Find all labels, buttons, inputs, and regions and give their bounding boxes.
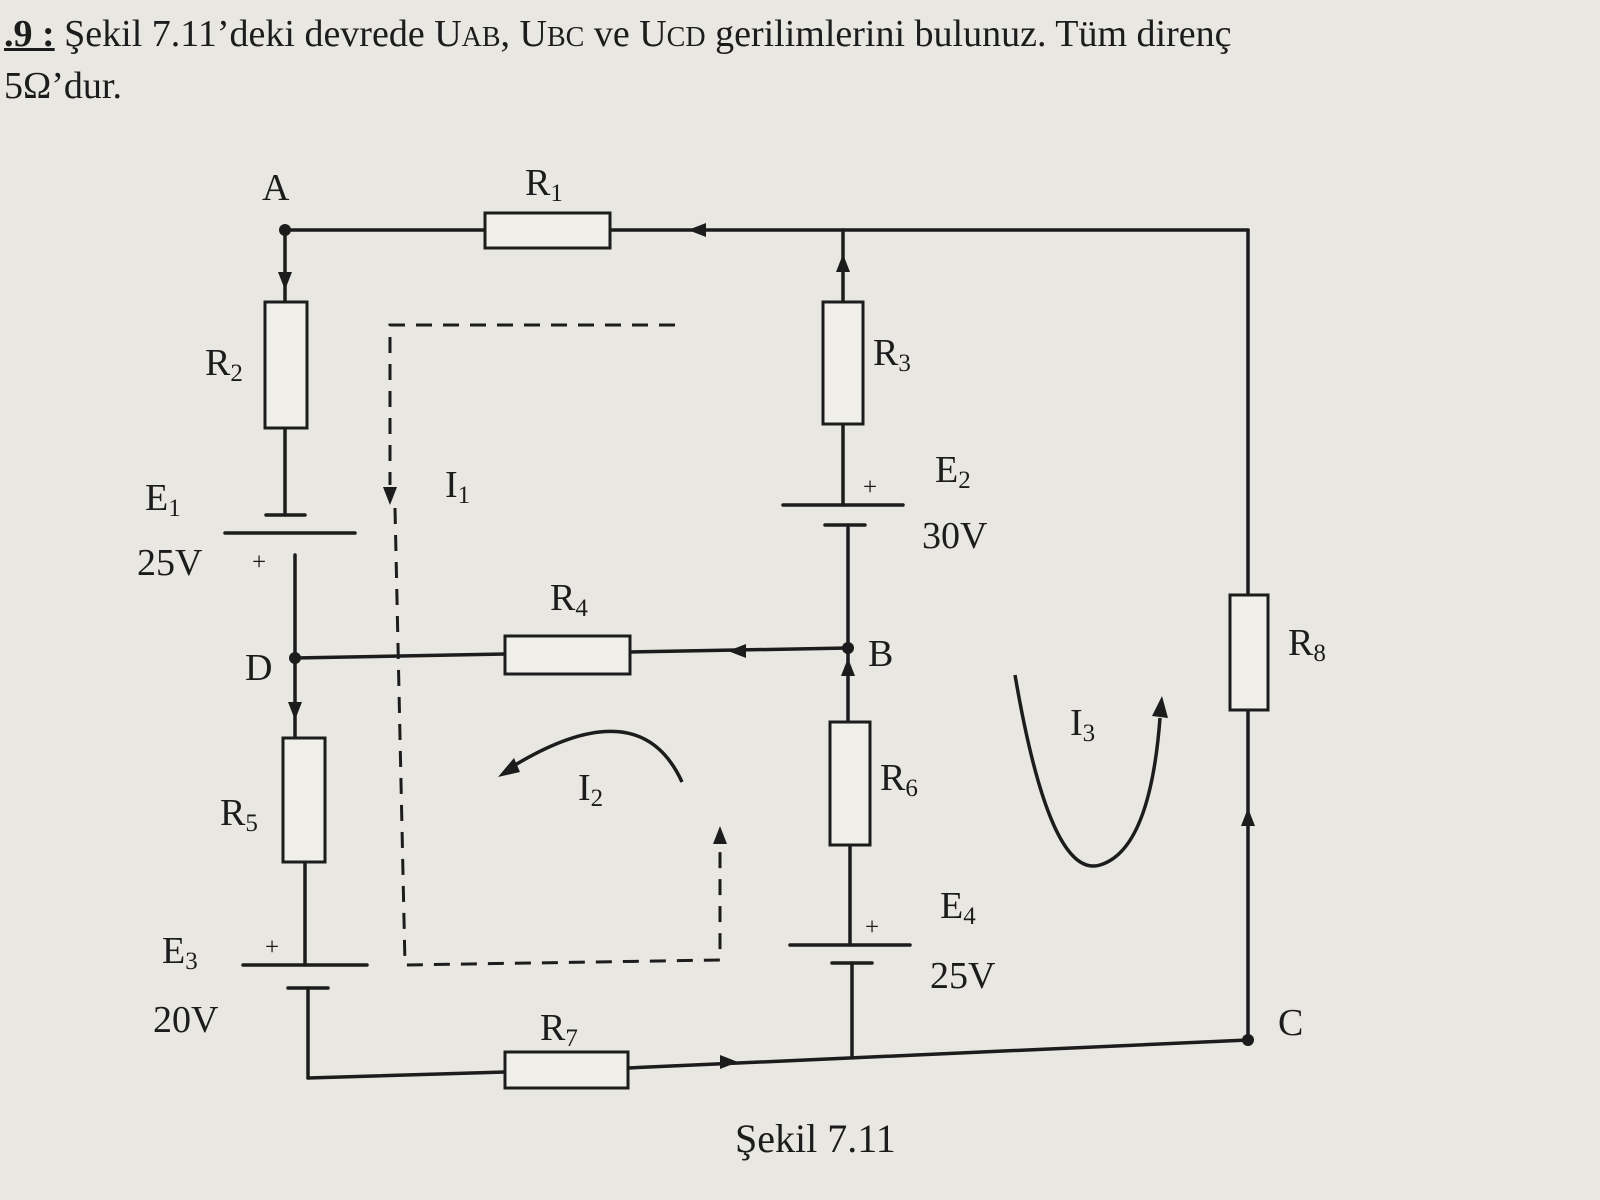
resistor-r2 (263, 300, 309, 430)
label-r2: R2 (205, 342, 243, 387)
label-e2: E2 (935, 449, 971, 494)
node-c-dot (1242, 1034, 1254, 1046)
arrow-left-r4-icon (728, 644, 746, 658)
plus-e4: + (865, 914, 879, 941)
problem-text-line-2: 5Ω’dur. (4, 65, 122, 107)
resistor-r7 (503, 1050, 630, 1090)
value-e2: 30V (922, 515, 988, 557)
loop-i2-path (498, 729, 684, 783)
value-e1: 25V (137, 542, 203, 584)
plus-e1: + (252, 549, 266, 576)
current-arrows (278, 223, 1255, 1069)
resistor-r4 (503, 634, 632, 676)
battery-plates (223, 503, 912, 990)
loop-i1-path (383, 323, 727, 967)
label-i2: I2 (578, 767, 603, 812)
loop-i1-arrow-icon (383, 487, 397, 505)
arrow-left-top-icon (688, 223, 706, 237)
label-e3: E3 (162, 930, 198, 975)
problem-sep-2: ve U (584, 13, 667, 55)
resistor-r8 (1228, 593, 1270, 712)
problem-sep-1: , U (500, 13, 547, 55)
node-b-label: B (868, 633, 893, 675)
label-r5: R5 (220, 792, 258, 837)
node-a-dot (279, 224, 291, 236)
resistor-r1 (483, 211, 612, 250)
arrow-down-r2-icon (278, 272, 292, 290)
node-d-label: D (245, 647, 272, 689)
problem-statement: .9 : Şekil 7.11’deki devrede UAB, UBC ve… (4, 10, 1594, 110)
resistor-r6 (828, 720, 872, 847)
arrow-up-r3-icon (836, 254, 850, 272)
loop-i3-arrow-icon (1152, 696, 1168, 718)
label-r8: R8 (1288, 622, 1326, 667)
problem-number: .9 : (4, 13, 55, 55)
arrow-down-r5-icon (288, 702, 302, 720)
arrow-right-r7-icon (720, 1055, 738, 1069)
label-r1: R1 (525, 162, 563, 207)
plus-e2: + (863, 474, 877, 501)
label-r7: R7 (540, 1007, 578, 1052)
label-r6: R6 (880, 757, 918, 802)
loop-i1-arrow-up-icon (713, 826, 727, 844)
resistor-r3 (821, 300, 865, 426)
figure-caption: Şekil 7.11 (735, 1116, 896, 1161)
loop-i2-arrow-icon (498, 758, 520, 777)
label-e1: E1 (145, 477, 181, 522)
label-i3: I3 (1070, 702, 1095, 747)
arrow-up-b-icon (841, 658, 855, 676)
value-e4: 25V (930, 955, 996, 997)
resistor-r5 (281, 736, 327, 864)
value-e3: 20V (153, 999, 219, 1041)
subscript-cd: CD (666, 22, 706, 53)
plus-e3: + (265, 934, 279, 961)
problem-text-rest: gerilimlerini bulunuz. Tüm direnç (705, 13, 1232, 55)
subscript-ab: AB (461, 22, 501, 53)
subscript-bc: BC (547, 22, 585, 53)
node-d-dot (289, 652, 301, 664)
label-r4: R4 (550, 577, 588, 622)
label-i1: I1 (445, 464, 470, 509)
label-e4: E4 (940, 885, 976, 930)
label-r3: R3 (873, 332, 911, 377)
node-b-dot (842, 642, 854, 654)
arrow-up-r8-icon (1241, 808, 1255, 826)
problem-text-start: Şekil 7.11’deki devrede U (64, 13, 462, 55)
node-a-label: A (262, 167, 290, 209)
node-c-label: C (1278, 1002, 1303, 1044)
loop-i3-path (1013, 674, 1168, 868)
circuit-wires (283, 228, 1250, 1080)
